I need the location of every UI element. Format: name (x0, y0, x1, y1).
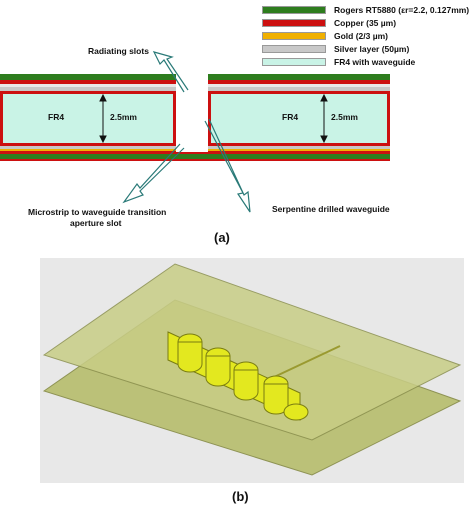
label-serpentine: Serpentine drilled waveguide (272, 204, 390, 214)
legend-item-silver: Silver layer (50µm) (262, 43, 474, 55)
label-fr4-left: FR4 (48, 112, 65, 122)
caption-b: (b) (232, 489, 249, 504)
label-thickness-left: 2.5mm (110, 112, 137, 122)
label-thickness-right: 2.5mm (331, 112, 358, 122)
caption-a: (a) (214, 230, 230, 245)
waveguide-opening (176, 74, 208, 146)
label-radiating-slots: Radiating slots (88, 46, 149, 56)
legend-item-copper: Copper (35 µm) (262, 17, 474, 29)
legend-label-gold: Gold (2/3 µm) (334, 31, 389, 41)
legend-item-gold: Gold (2/3 µm) (262, 30, 474, 42)
legend: Rogers RT5880 (εr=2.2, 0.127mm) Copper (… (262, 4, 474, 69)
fr4-blocks (0, 91, 390, 146)
legend-label-fr4: FR4 with waveguide (334, 57, 416, 67)
legend-item-fr4: FR4 with waveguide (262, 56, 474, 68)
thickness-arrows (99, 93, 328, 144)
label-microstrip-line2: aperture slot (70, 218, 122, 228)
top-layer-stack (0, 74, 390, 91)
serpentine-waveguide (167, 331, 309, 421)
legend-label-copper: Copper (35 µm) (334, 18, 397, 28)
legend-label-silver: Silver layer (50µm) (334, 44, 410, 54)
legend-item-rogers: Rogers RT5880 (εr=2.2, 0.127mm) (262, 4, 474, 16)
legend-swatch-gold (262, 32, 326, 40)
microstrip-line (271, 345, 341, 379)
legend-swatch-copper (262, 19, 326, 27)
3d-view (40, 258, 464, 483)
top-plane (42, 263, 462, 441)
leader-arrows (122, 51, 251, 213)
legend-swatch-silver (262, 45, 326, 53)
label-microstrip-line1: Microstrip to waveguide transition (28, 207, 167, 217)
transition-aperture-slot (176, 146, 208, 152)
label-fr4-right: FR4 (282, 112, 299, 122)
legend-label-rogers: Rogers RT5880 (εr=2.2, 0.127mm) (334, 5, 470, 15)
legend-swatch-rogers (262, 6, 326, 14)
legend-swatch-fr4 (262, 58, 326, 66)
